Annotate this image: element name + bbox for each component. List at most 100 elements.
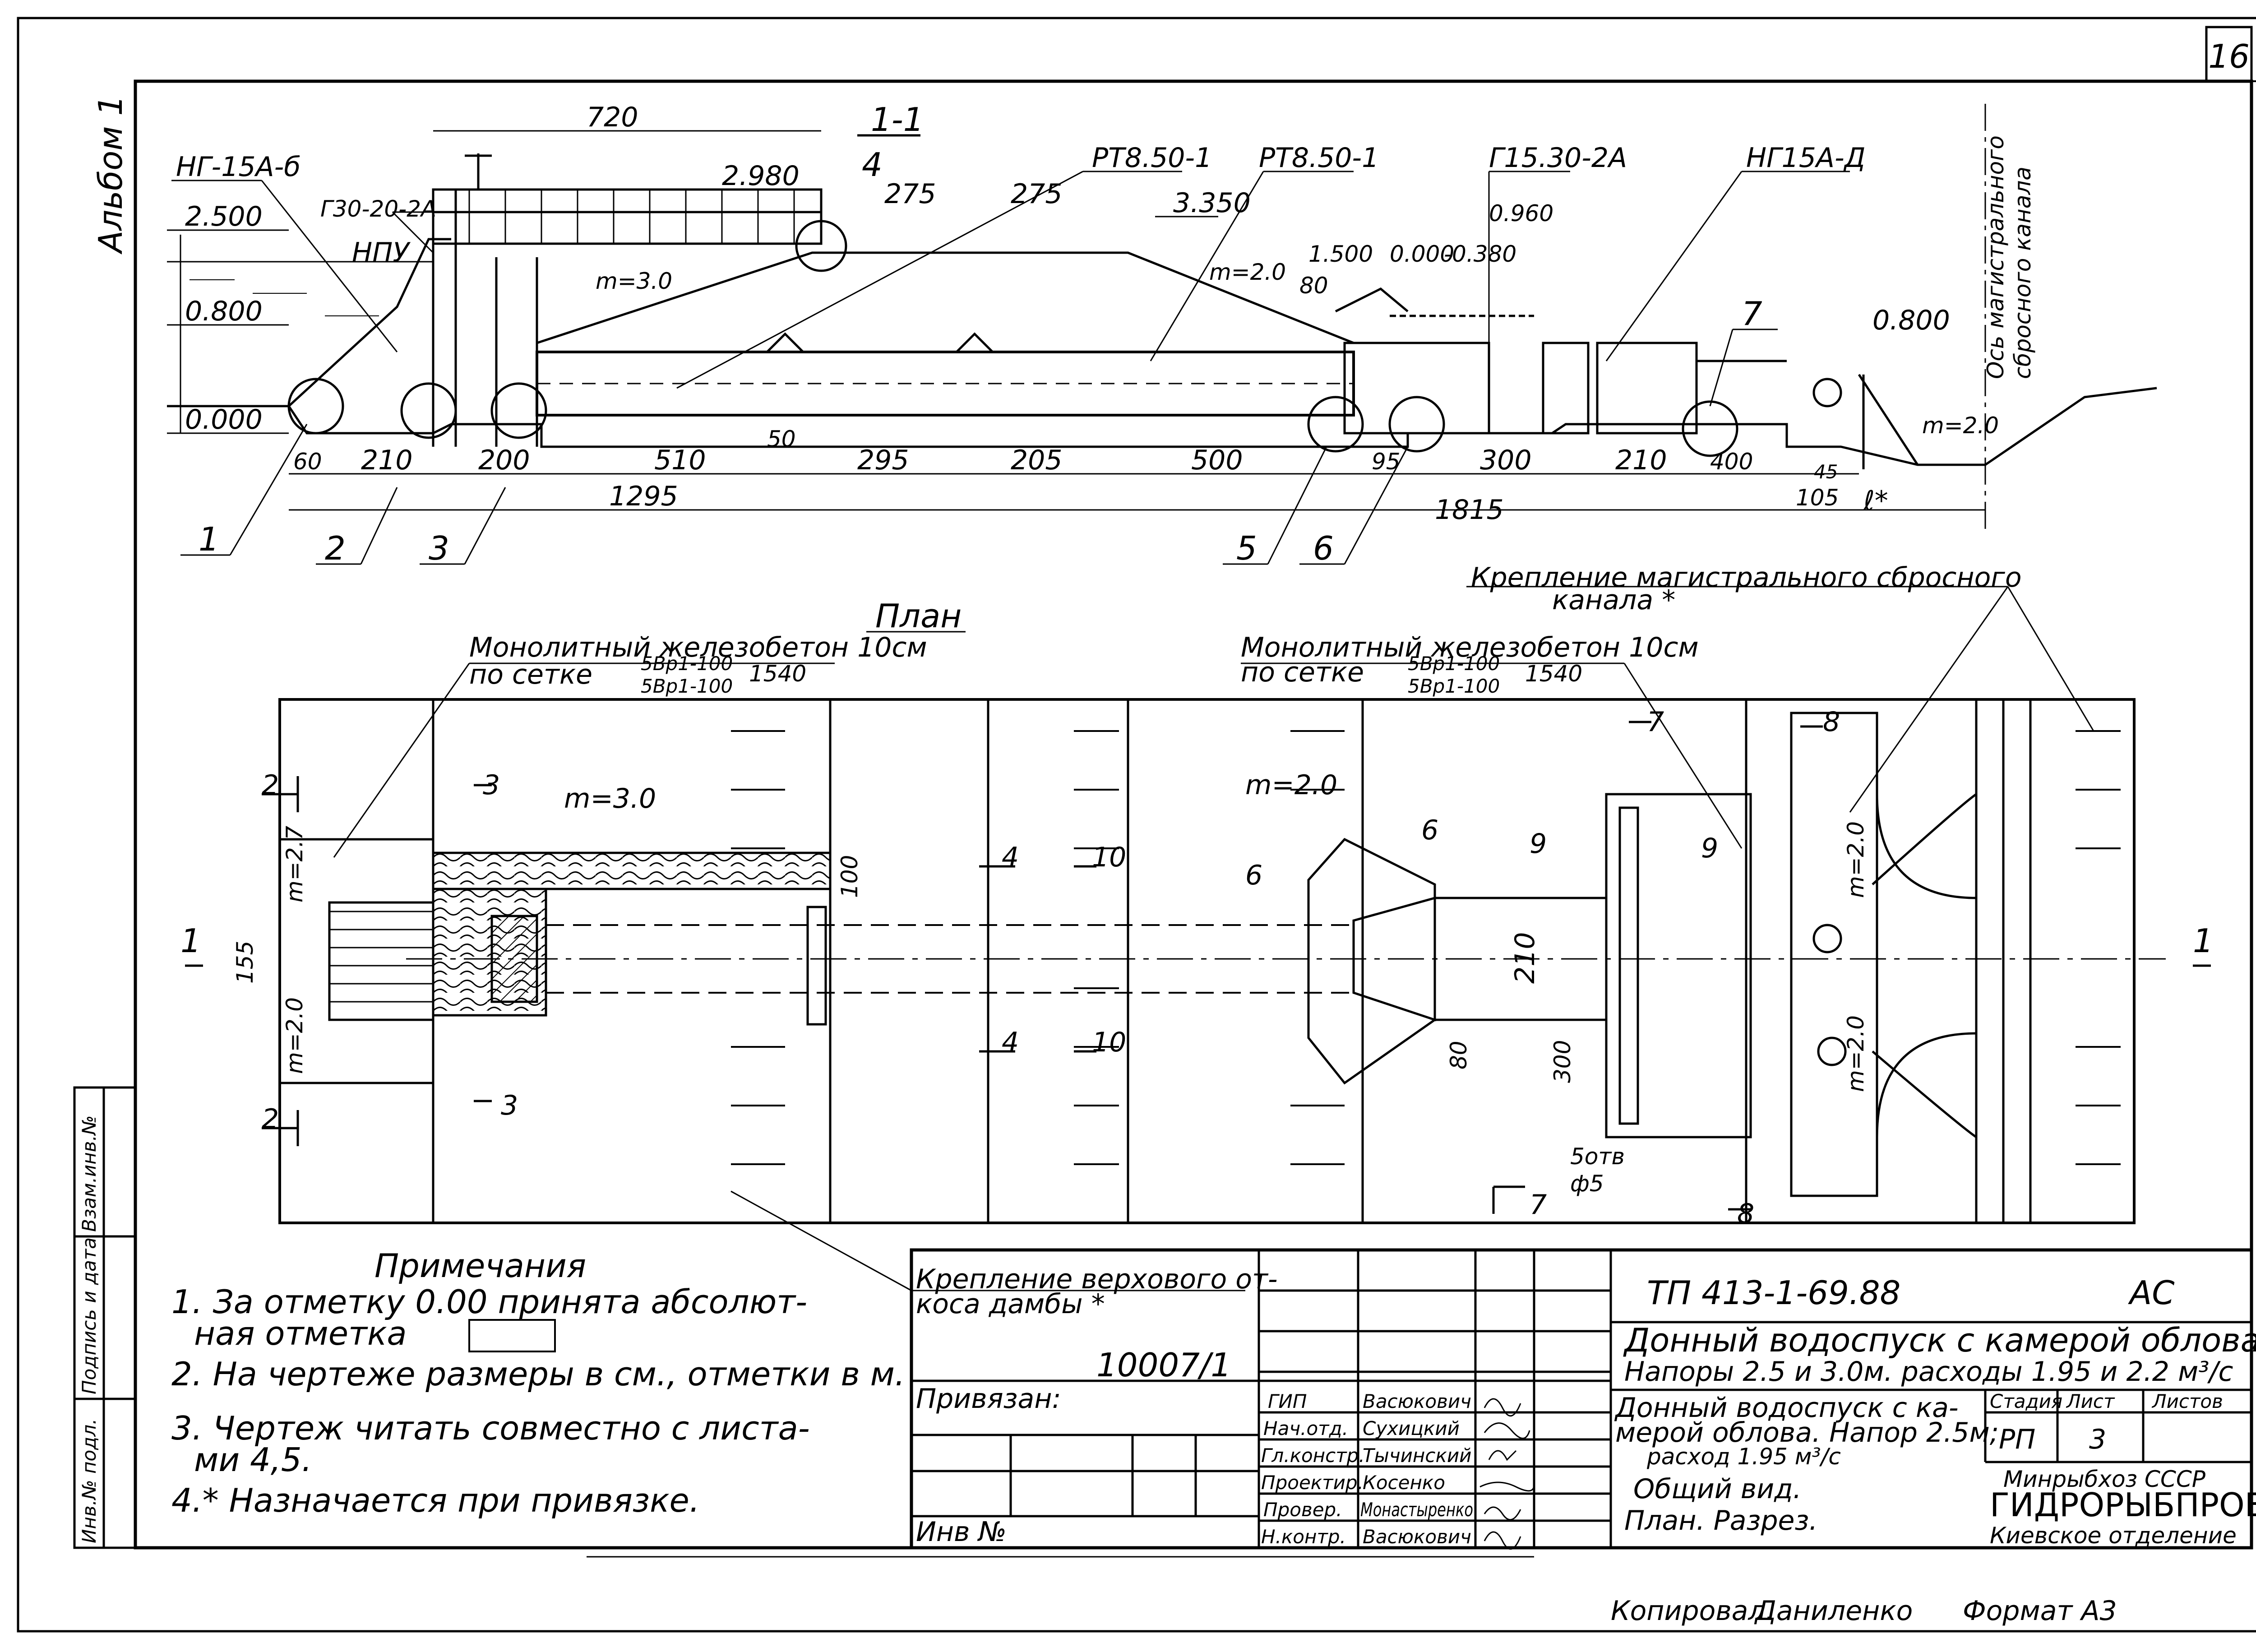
lbl-g30: Г30-20-2А <box>320 196 436 222</box>
stamp-role-5: Н.контр. <box>1261 1526 1346 1548</box>
stamp-sheet: 3 <box>2089 1424 2106 1455</box>
dim-95: 95 <box>1372 449 1401 475</box>
cut-6-b: 6 <box>1421 814 1438 846</box>
stamp-name-5: Васюкович <box>1363 1526 1471 1548</box>
stamp-inv: Инв № <box>916 1516 1007 1548</box>
stamp-org-1: Минрыбхоз СССР <box>2003 1466 2206 1492</box>
slope-m20b-plan: m=2.0 <box>1843 821 1869 898</box>
stamp-org-3: Киевское отделение <box>1990 1522 2237 1549</box>
callout-4: 4 <box>862 146 883 184</box>
notes-title: Примечания <box>374 1247 586 1285</box>
dim-400: 400 <box>1710 449 1753 475</box>
side-stamp <box>73 1086 137 1549</box>
stamp-title-1: Донный водоспуск с камерой облова <box>1623 1321 2256 1359</box>
stamp-role-1: Нач.отд. <box>1263 1417 1348 1439</box>
slope-m20c-plan: m=2.0 <box>1843 1015 1869 1092</box>
mono-left-l1: Монолитный железобетон 10см <box>469 632 927 663</box>
dim-510: 510 <box>654 444 706 476</box>
album-label: Альбом 1 <box>92 95 129 255</box>
stamp-view-1: Общий вид. <box>1633 1473 1802 1505</box>
dim-45: 45 <box>1814 461 1838 483</box>
sheet-number: 16 <box>2208 37 2250 75</box>
cut-2-top: 2 <box>262 769 279 801</box>
stamp-name-2: Тычинский <box>1363 1444 1471 1467</box>
note-3a: 3. Чертеж читать совместно с листа- <box>171 1409 810 1447</box>
dim-60: 60 <box>293 449 322 475</box>
elev-2980: 2.980 <box>722 160 800 192</box>
dim-295: 295 <box>857 444 909 476</box>
plan-drawing <box>185 378 2211 1291</box>
note-1a: 1. За отметку 0.00 принята абсолют- <box>171 1283 807 1321</box>
callout-5: 5 <box>1236 529 1257 567</box>
section-title[interactable]: 1-1 <box>871 101 924 139</box>
plan-dim-100: 100 <box>837 855 863 898</box>
slope-m20-plan: m=2.0 <box>1245 769 1337 801</box>
dim-500: 500 <box>1191 444 1243 476</box>
stamp-sub-3: расход 1.95 м³/с <box>1646 1444 1841 1470</box>
dim-210: 210 <box>361 444 413 476</box>
cut-3-top: 3 <box>483 769 500 801</box>
stamp-org-2: ГИДРОРЫБПРОЕКТ <box>1990 1486 2256 1524</box>
elev-0000: 0.000 <box>185 404 263 435</box>
dim-1815: 1815 <box>1435 494 1504 526</box>
stamp-role-4: Провер. <box>1263 1499 1342 1521</box>
mono-right-len: 1540 <box>1525 661 1582 687</box>
dim-205: 205 <box>1011 444 1063 476</box>
dim-275a: 275 <box>884 178 936 210</box>
callout-3: 3 <box>429 529 449 567</box>
cut-8-top: 8 <box>1823 706 1840 738</box>
stamp-stage: РП <box>1999 1424 2035 1455</box>
dim-105: 105 <box>1796 485 1839 511</box>
footer-copied: Копировал. <box>1611 1595 1774 1627</box>
stamp-name-1: Сухицкий <box>1363 1417 1460 1439</box>
dim-275b: 275 <box>1011 178 1063 210</box>
callout-6: 6 <box>1313 529 1334 567</box>
lbl-rt-left: РТ8.50-1 <box>1092 142 1212 174</box>
note-1b: ная отметка <box>194 1314 407 1352</box>
note-4: 4.* Назначается при привязке. <box>171 1481 700 1519</box>
slope-m27-plan: m=2.7 <box>282 826 308 902</box>
elev-000: 0.000 <box>1390 241 1454 267</box>
slope-m20-section: m=2.0 <box>1209 259 1286 285</box>
elev-0800r: 0.800 <box>1872 305 1950 336</box>
mono-left-l2: по сетке <box>469 659 592 690</box>
mono-right-l2: по сетке <box>1241 657 1364 688</box>
dim-80: 80 <box>1299 273 1328 299</box>
note-3b: ми 4,5. <box>194 1441 312 1479</box>
cut-1-left: 1 <box>180 922 201 960</box>
cut-4-top: 4 <box>1002 842 1019 873</box>
krep-main-l1: Крепление магистрального сбросного <box>1471 562 2022 593</box>
lbl-npu: НПУ <box>352 237 411 268</box>
slope-m30-section: m=3.0 <box>596 268 672 294</box>
stamp-code: ТП 413-1-69.88 <box>1647 1274 1900 1312</box>
cut-1-right: 1 <box>2193 922 2214 960</box>
cut-10-top: 10 <box>1092 842 1126 873</box>
note-elevation-box <box>468 1319 556 1352</box>
stamp-stage-h: Стадия <box>1990 1390 2062 1412</box>
dim-50: 50 <box>767 426 796 452</box>
stamp-sub-2: мерой облова. Напор 2.5м; <box>1615 1417 1999 1448</box>
plan-dim-155: 155 <box>232 941 258 984</box>
note-2: 2. На чертеже размеры в см., отметки в м… <box>171 1355 905 1393</box>
plan-dim-300: 300 <box>1549 1040 1576 1083</box>
dim-lstar: ℓ* <box>1863 485 1888 517</box>
lbl-g15: Г15.30-2А <box>1489 142 1627 174</box>
lbl-rt-right: РТ8.50-1 <box>1259 142 1379 174</box>
title-block <box>910 1248 2253 1550</box>
side-inv-podl: Инв.№ подл. <box>78 1419 100 1543</box>
elev-0800: 0.800 <box>185 296 263 327</box>
dim-1295: 1295 <box>609 481 678 512</box>
callout-7: 7 <box>1742 295 1762 333</box>
stamp-mark: АС <box>2128 1274 2175 1312</box>
footer-format: Формат А3 <box>1963 1595 2117 1627</box>
cut-10-bot: 10 <box>1092 1027 1126 1058</box>
side-zam-inv: Взам.инв.№ <box>78 1115 100 1232</box>
stamp-ref: 10007/1 <box>1096 1346 1231 1384</box>
plan-title[interactable]: План <box>875 597 962 635</box>
stamp-sheet-h: Лист <box>2066 1390 2115 1412</box>
slope-m20a-plan: m=2.0 <box>282 997 308 1074</box>
stamp-name-0: Васюкович <box>1363 1390 1471 1412</box>
cut-7-top: 7 <box>1647 706 1664 738</box>
stamp-sub-1: Донный водоспуск с ка- <box>1614 1392 1959 1424</box>
cut-4-bot: 4 <box>1002 1027 1019 1058</box>
